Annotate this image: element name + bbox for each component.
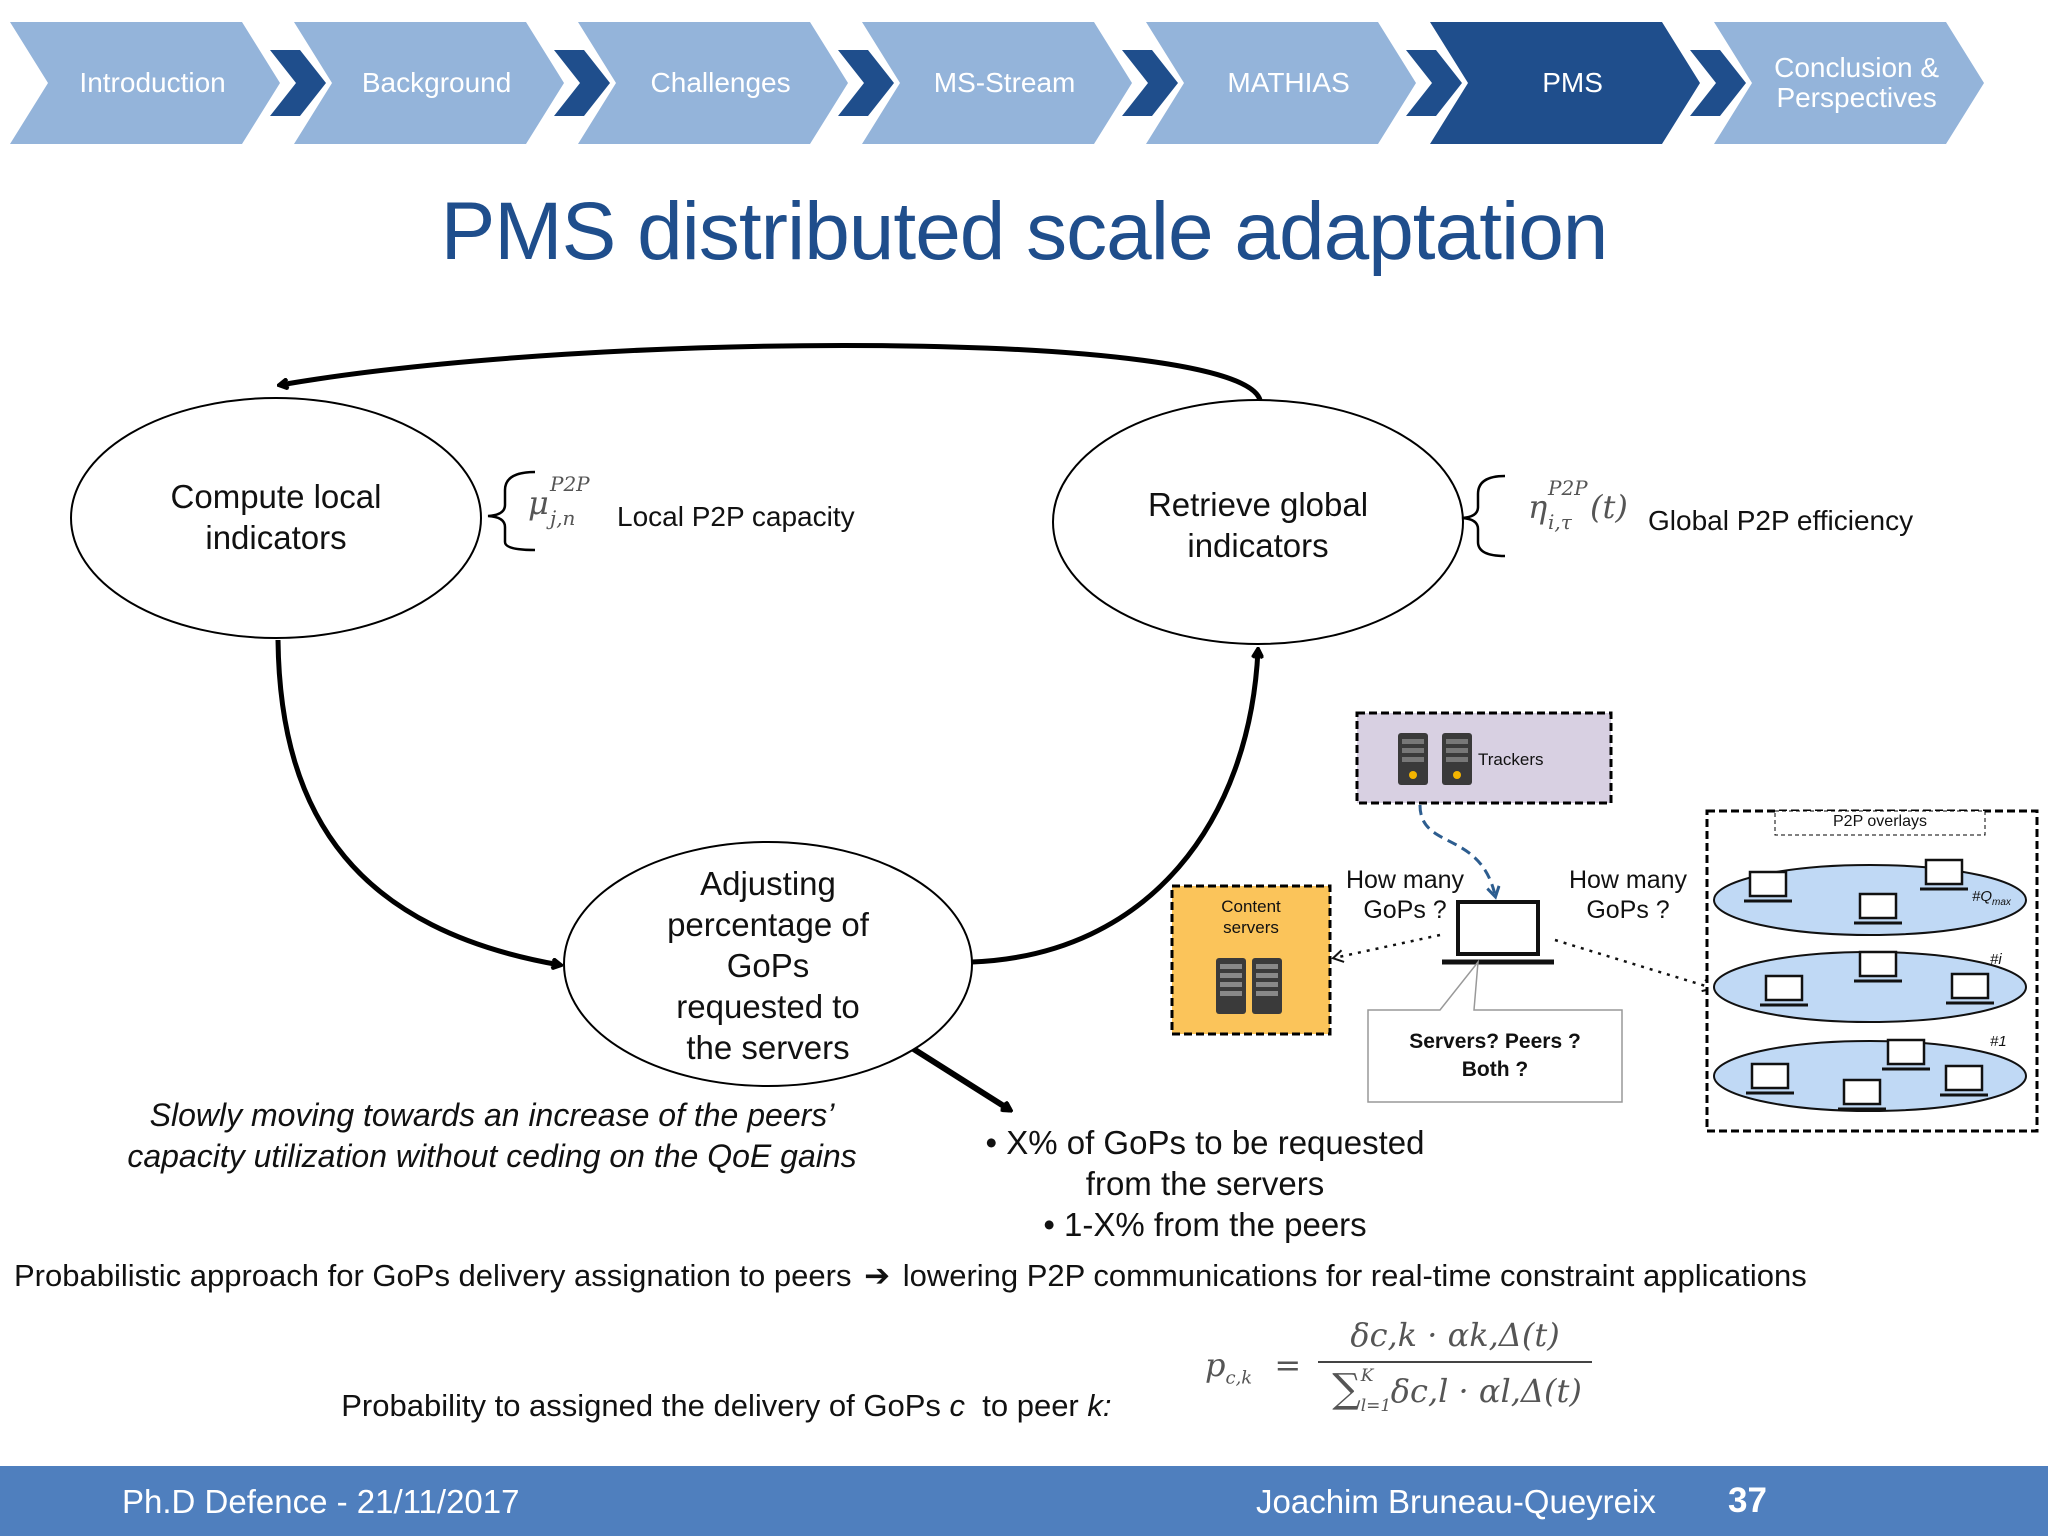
cycle-diagram [70,342,2039,1363]
nav-chevron-icon [554,50,610,116]
italic-note: Slowly moving towards an increase of the… [127,1097,857,1174]
bullet-line-1: • X% of GoPs to be requested [985,1124,1425,1161]
peer-laptop-icon [1882,1038,1930,1071]
nav-chevron-icon [270,50,326,116]
nav-chevron-icon [1690,50,1746,116]
p2p-overlays-title: P2P overlays [1833,813,1927,830]
statement-right: lowering P2P communications for real-tim… [902,1258,1807,1293]
nav-bar [10,22,1984,144]
content-servers-box [1170,884,1332,1036]
nav-tab-shape [578,22,848,144]
p2p-overlays-title-box [1774,810,1986,836]
dotted-arrow-to-overlays [1554,938,1715,993]
nav-tab-background[interactable]: Background [361,67,512,98]
nav-tab-ms-stream[interactable]: MS-Stream [933,67,1076,98]
tracker-link-arrow [1418,804,1495,895]
callout-label: Servers? Peers ? Both ? [1409,1030,1581,1081]
overlay-label-qmax: #Qmax [1972,888,2011,908]
server-icon [1442,733,1472,785]
overlay-label-1: #1 [1990,1033,2007,1050]
ask-left-label: How many GoPs ? [1345,866,1465,924]
formula-lhs: pc,k = [1205,1346,1302,1389]
local-indicator-label: Local P2P capacity [617,501,855,532]
peer-laptop-icon [1744,870,1792,903]
bullet-line-3: • 1-X% from the peers [1043,1206,1367,1243]
nav-tab-shape [1146,22,1416,144]
adjust-node-ellipse [563,841,973,1087]
footer-author: Joachim Bruneau-Queyreix [1256,1483,1656,1520]
compute-node-ellipse [70,397,482,639]
nav-tab-mathias[interactable]: MATHIAS [1227,67,1350,98]
arrow-adjust-to-retrieve [971,650,1258,965]
nav-chevron-icon [1122,50,1178,116]
peer-laptop-icon [1940,1064,1988,1097]
nav-tab-shape [862,22,1132,144]
nav-tab-conclusion-[interactable]: Conclusion & Perspectives [1774,52,1940,113]
nav-tab-shape [10,22,280,144]
page-title: PMS distributed scale adaptation [440,186,1609,277]
nav-tab-shape [294,22,564,144]
formula-numerator: δc,k · αk,Δ(t) [1350,1316,1560,1354]
arrow-compute-to-adjust [275,639,560,965]
peer-laptop-icon [1838,1078,1886,1111]
dotted-arrow-to-servers [1331,933,1441,963]
peer-laptop-icon [1946,972,1994,1005]
retrieve-node-label: Retrieve global indicators [1147,486,1369,564]
callout-box [1367,959,1623,1103]
laptop-icon [1442,900,1554,965]
bullet-line-2: from the servers [1085,1165,1325,1202]
nav-tab-shape [1714,22,1984,144]
arrow-adjust-to-bullets [910,1045,1010,1110]
server-icon [1216,958,1246,1014]
statement-line: Probabilistic approach for GoPs delivery… [14,1258,1807,1294]
statement-arrow: ➔ [864,1258,891,1293]
content-servers-label: Content servers [1221,897,1281,937]
trackers-label: Trackers [1478,750,1544,769]
peer-laptop-icon [1746,1062,1794,1095]
probability-label: Probability to assigned the delivery of … [341,1388,1112,1423]
nav-chevron-icon [1406,50,1462,116]
footer-bar [0,1466,2048,1536]
peer-laptop-icon [1760,974,1808,1007]
retrieve-node-ellipse [1052,399,1464,645]
compute-node-label: Compute local indicators [170,478,382,556]
nav-tab-challenges[interactable]: Challenges [650,67,791,98]
peer-laptop-icon [1854,950,1902,983]
peer-laptop-icon [1920,858,1968,891]
nav-chevron-icon [838,50,894,116]
footer-event: Ph.D Defence - 21/11/2017 [122,1483,520,1520]
nav-tab-shape [1430,22,1700,144]
server-icon [1252,958,1282,1014]
nav-tab-introduction[interactable]: Introduction [79,67,226,98]
brace-global [1461,474,1506,558]
ask-right-label: How many GoPs ? [1568,866,1688,924]
footer-page-number: 37 [1728,1481,1767,1520]
nav-tab-pms[interactable]: PMS [1542,67,1603,98]
brace-local [487,470,536,552]
global-indicator-label: Global P2P efficiency [1648,505,1914,536]
overlay-label-i: #i [1990,951,2002,968]
statement-left: Probabilistic approach for GoPs delivery… [14,1258,852,1293]
loop-arrow-top [280,342,1263,402]
server-icon [1398,733,1428,785]
peer-laptop-icon [1854,892,1902,925]
adjust-node-label: Adjusting percentage of GoPs requested t… [667,865,869,1066]
